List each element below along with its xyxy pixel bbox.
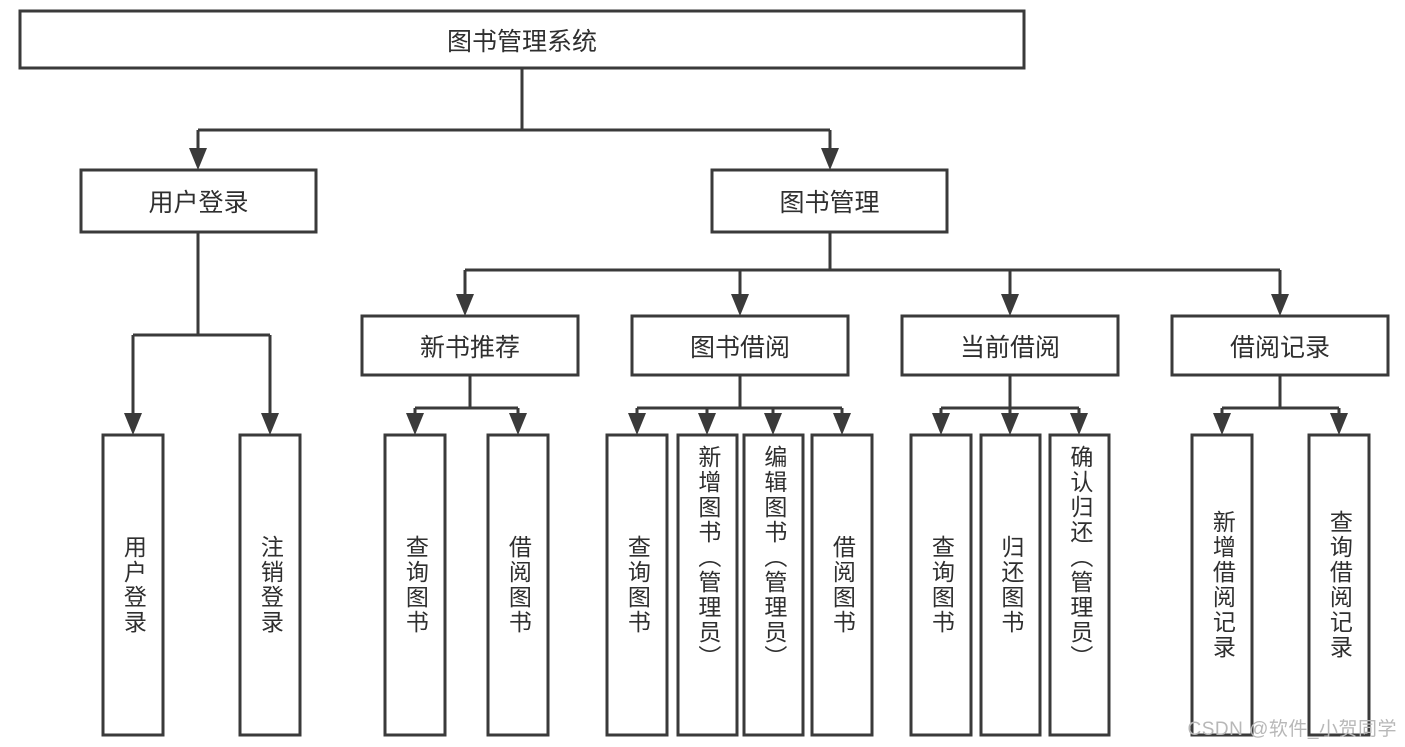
leaf-borrow-0[interactable] [605,433,669,737]
arrowhead-recommend-leaf-1 [509,413,527,435]
arrowhead-user-login-leaf-0 [124,413,142,435]
arrowhead-borrow-leaf-2 [764,413,782,435]
arrowhead-recommend-leaf-0 [406,413,424,435]
arrowhead-user-login-leaf-1 [261,413,279,435]
leaf-user-login-1[interactable] [238,433,302,737]
leaf-current-2[interactable] [1048,433,1111,737]
arrowhead-record-leaf-0 [1213,413,1231,435]
arrowhead-current-leaf-1 [1001,413,1019,435]
node-book-borrow[interactable] [630,314,850,377]
node-user-login[interactable] [79,168,318,234]
node-box-layer [18,9,1390,737]
arrowhead-current-leaf-2 [1070,413,1088,435]
leaf-recommend-1[interactable] [486,433,550,737]
arrowhead-user-login [189,148,207,170]
arrowhead-level3-0 [456,294,474,316]
leaf-current-1[interactable] [979,433,1042,737]
arrowhead-book-mgmt [821,148,839,170]
node-new-book-recommend[interactable] [360,314,580,377]
node-current-borrow[interactable] [900,314,1120,377]
arrowhead-current-leaf-0 [932,413,950,435]
leaf-recommend-0[interactable] [383,433,447,737]
arrowhead-borrow-leaf-0 [628,413,646,435]
leaf-borrow-2[interactable] [742,433,805,737]
arrowhead-layer [124,148,1348,435]
csdn-watermark: CSDN @软件_小贺同学 [1187,719,1397,740]
leaf-user-login-0[interactable] [101,433,165,737]
leaf-borrow-1[interactable] [676,433,739,737]
leaf-record-0[interactable] [1190,433,1254,737]
arrowhead-level3-1 [731,294,749,316]
arrowhead-borrow-leaf-1 [698,413,716,435]
arrowhead-level3-3 [1271,294,1289,316]
node-borrow-record[interactable] [1170,314,1390,377]
arrowhead-borrow-leaf-3 [833,413,851,435]
arrowhead-level3-2 [1001,294,1019,316]
leaf-current-0[interactable] [909,433,973,737]
node-root[interactable] [18,9,1026,70]
node-book-management[interactable] [710,168,949,234]
leaf-borrow-3[interactable] [810,433,874,737]
leaf-record-1[interactable] [1307,433,1371,737]
arrowhead-record-leaf-1 [1330,413,1348,435]
